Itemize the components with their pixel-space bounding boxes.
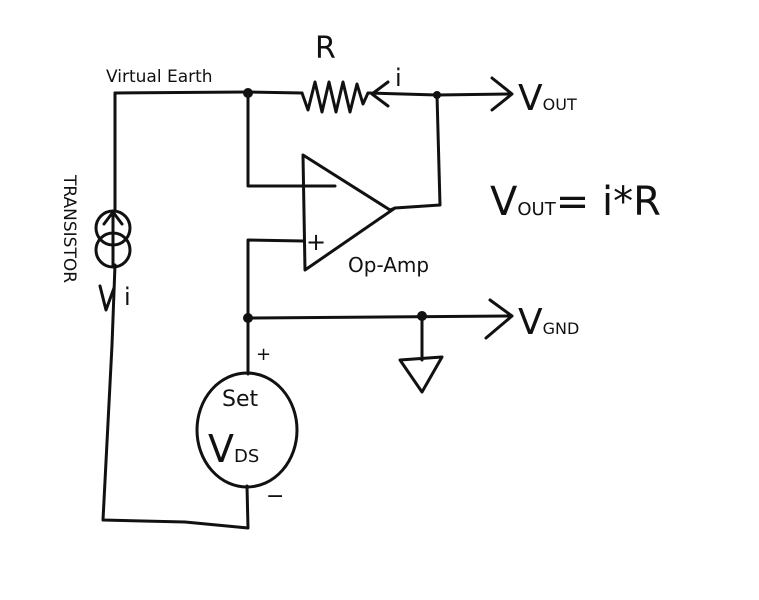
current-arrow-top: [370, 80, 390, 108]
virtual-earth-label: Virtual Earth: [106, 67, 213, 87]
source-plus-label: +: [256, 344, 271, 365]
current-source-arrow: [102, 210, 124, 267]
vgnd-label: VGND: [518, 302, 579, 343]
wire-to-resistor: [246, 90, 304, 95]
ground-symbol: [398, 314, 444, 394]
wire-top-left: [113, 90, 250, 95]
junction-dot: [243, 88, 253, 98]
vout-label: VOUT: [518, 78, 577, 119]
source-minus-label: −: [266, 484, 284, 509]
opamp-label: Op-Amp: [348, 253, 429, 277]
source-vds-label: VDS: [208, 427, 259, 471]
vgnd-arrow: [484, 298, 514, 340]
voltage-source-circle: [195, 371, 299, 489]
junction-dot: [417, 311, 427, 321]
current-label-top: i: [395, 64, 402, 92]
current-arrow-left: [98, 284, 116, 312]
wire-output: [393, 93, 442, 210]
opamp-plus-label: +: [306, 228, 326, 256]
wire-plus: [246, 238, 305, 320]
wire-vgnd: [246, 314, 512, 320]
source-set-label: Set: [222, 387, 259, 412]
wire-feedback-minus: [246, 90, 337, 188]
wire-left: [101, 91, 250, 530]
resistor-label: R: [315, 31, 336, 66]
opamp-triangle: [301, 153, 397, 272]
current-label-left: i: [124, 283, 131, 311]
equation: VOUT= i*R: [490, 179, 661, 225]
opamp-minus-label: −: [308, 172, 328, 200]
junction-dot: [243, 313, 253, 323]
junction-dot: [433, 91, 441, 99]
vout-arrow: [490, 76, 514, 112]
resistor: [300, 80, 370, 114]
transistor-label: TRANSISTOR: [59, 174, 79, 283]
